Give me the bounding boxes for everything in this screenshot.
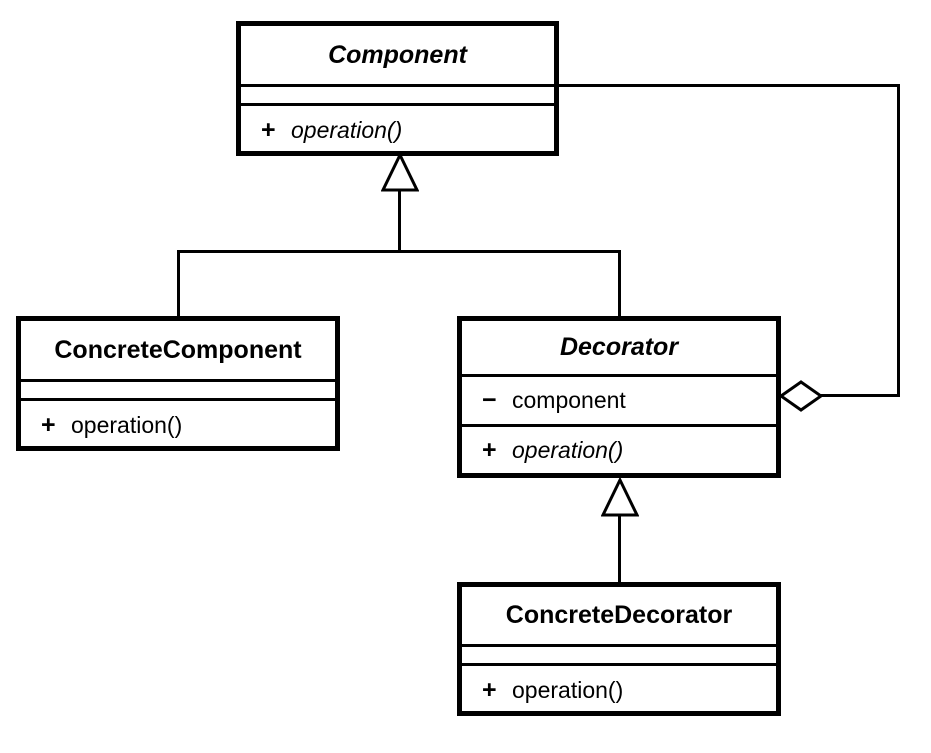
operation-label-operation: operation() (71, 412, 183, 438)
operation-label-operation: operation() (291, 117, 403, 143)
operation-label-operation: operation() (512, 436, 624, 463)
visibility-public-icon: + (482, 435, 497, 464)
class-title-concrete-decorator: ConcreteDecorator (505, 601, 733, 629)
class-title-decorator: Decorator (559, 333, 679, 361)
class-box-decorator[interactable]: Decorator − component + operation() (457, 316, 781, 478)
generalization-bus (177, 250, 621, 253)
class-name-compartment-component: Component (241, 26, 554, 84)
aggregation-edge-bottom (818, 394, 900, 397)
aggregation-edge-top (557, 84, 900, 87)
attributes-compartment-decorator: − component (462, 374, 776, 424)
class-name-compartment-concrete-component: ConcreteComponent (21, 321, 335, 379)
operation-row-concrete-component-operation: + operation() (41, 413, 335, 438)
visibility-public-icon: + (261, 116, 276, 144)
generalization-drop-concrete-component (177, 250, 180, 318)
aggregation-diamond-icon (779, 380, 823, 412)
class-title-concrete-component: ConcreteComponent (54, 335, 302, 364)
visibility-private-icon: − (482, 386, 497, 414)
generalization-stem-component (398, 189, 401, 253)
generalization-arrowhead-to-decorator (601, 478, 639, 517)
class-box-component[interactable]: Component + operation() (236, 21, 559, 156)
class-name-compartment-concrete-decorator: ConcreteDecorator (462, 587, 776, 644)
class-name-compartment-decorator: Decorator (462, 321, 776, 374)
operation-label-operation: operation() (512, 677, 624, 703)
aggregation-edge-right (897, 84, 900, 396)
attributes-compartment-concrete-decorator (462, 644, 776, 663)
attribute-label-component: component (512, 387, 626, 413)
class-title-component: Component (328, 40, 467, 69)
generalization-arrowhead-to-component (381, 153, 419, 192)
visibility-public-icon: + (482, 676, 497, 704)
generalization-drop-decorator (618, 250, 621, 318)
generalization-stem-concrete-decorator (618, 514, 621, 584)
operations-compartment-concrete-component: + operation() (21, 398, 335, 438)
attribute-row-decorator-component: − component (482, 388, 626, 413)
operation-row-concrete-decorator-operation: + operation() (482, 678, 776, 703)
attributes-compartment-concrete-component (21, 379, 335, 398)
visibility-public-icon: + (41, 411, 56, 439)
operation-row-decorator-operation: + operation() (482, 435, 624, 464)
operations-compartment-component: + operation() (241, 103, 554, 143)
operation-row-component-operation: + operation() (261, 118, 554, 143)
class-box-concrete-component[interactable]: ConcreteComponent + operation() (16, 316, 340, 451)
operations-compartment-concrete-decorator: + operation() (462, 663, 776, 703)
operations-compartment-decorator: + operation() (462, 424, 776, 473)
class-box-concrete-decorator[interactable]: ConcreteDecorator + operation() (457, 582, 781, 716)
attributes-compartment-component (241, 84, 554, 103)
